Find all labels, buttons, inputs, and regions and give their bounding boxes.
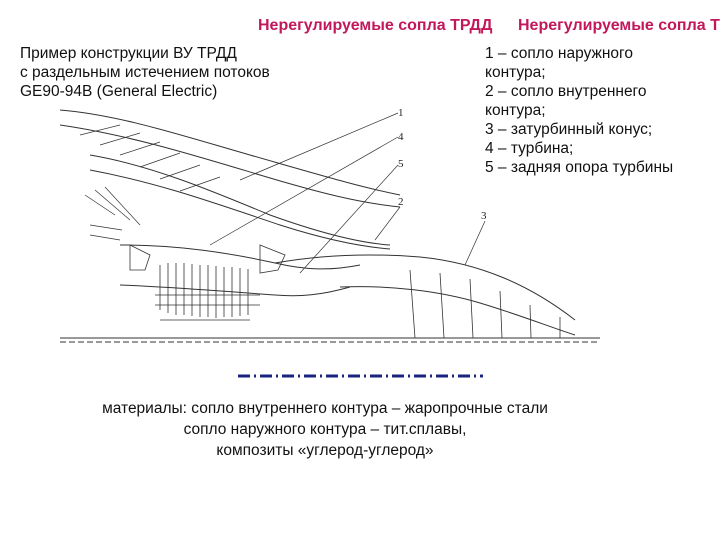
outer-nacelle-line — [60, 124, 401, 208]
materials-composites: композиты «углерод-углерод» — [216, 442, 434, 459]
engine-nozzle-drawing — [60, 109, 600, 343]
inner-nozzle-contour — [274, 254, 576, 321]
callout-leader-2 — [374, 206, 401, 241]
callout-leader-1 — [239, 112, 399, 181]
callout-leader-3 — [464, 220, 486, 266]
core-casing — [119, 244, 361, 270]
callout-label-5: 5 — [398, 158, 404, 170]
slide-title-part2: Нерегулируемые сопла ТРДД — [518, 17, 720, 34]
materials-label: материалы — [102, 400, 183, 417]
callout-label-1: 1 — [398, 107, 404, 119]
example-caption: Пример конструкции ВУ ТРДД с раздельным … — [20, 44, 270, 101]
tail-cone — [339, 286, 576, 336]
rear-support-struts — [409, 269, 561, 339]
turbine-stages — [129, 244, 286, 321]
callout-label-3: 3 — [481, 210, 487, 222]
legend-line: контура; — [485, 64, 546, 81]
slide-title-part1: Нерегулируемые сопла ТРДД — [258, 17, 493, 34]
callout-leader-5 — [299, 164, 399, 274]
caption-line: Пример конструкции ВУ ТРДД — [20, 45, 237, 62]
callout-label-2: 2 — [398, 196, 404, 208]
callout-label-4: 4 — [398, 131, 404, 143]
legend-line: 2 – сопло внутреннего — [485, 83, 647, 100]
underline-dash-decoration — [238, 374, 483, 378]
materials-note: материалы: сопло внутреннего контура – ж… — [0, 398, 650, 461]
legend-line: 5 – задняя опора турбины — [485, 159, 674, 176]
outer-nacelle-line — [60, 109, 401, 196]
slide-title: Нерегулируемые сопла ТРДД Нерегулируемые… — [0, 17, 720, 39]
legend-line: 3 – затурбинный конус; — [485, 121, 653, 138]
materials-line: материалы: сопло внутреннего контура – ж… — [0, 398, 650, 419]
outer-nozzle-contour — [89, 169, 391, 250]
parts-legend: 1 – сопло наружного контура; 2 – сопло в… — [485, 44, 673, 177]
core-casing — [119, 284, 351, 297]
caption-line: GE90-94B (General Electric) — [20, 83, 218, 100]
outer-nozzle-contour — [89, 154, 391, 246]
materials-inner-nozzle: : сопло внутреннего контура – жаропрочны… — [182, 400, 548, 417]
callout-leader-4 — [209, 136, 399, 246]
legend-line: контура; — [485, 102, 546, 119]
legend-line: 1 – сопло наружного — [485, 45, 633, 62]
legend-line: 4 – турбина; — [485, 140, 574, 157]
fan-blade-hatching — [79, 124, 221, 241]
materials-outer-nozzle: сопло наружного контура – тит.сплавы, — [183, 421, 467, 438]
caption-line: с раздельным истечением потоков — [20, 64, 270, 81]
